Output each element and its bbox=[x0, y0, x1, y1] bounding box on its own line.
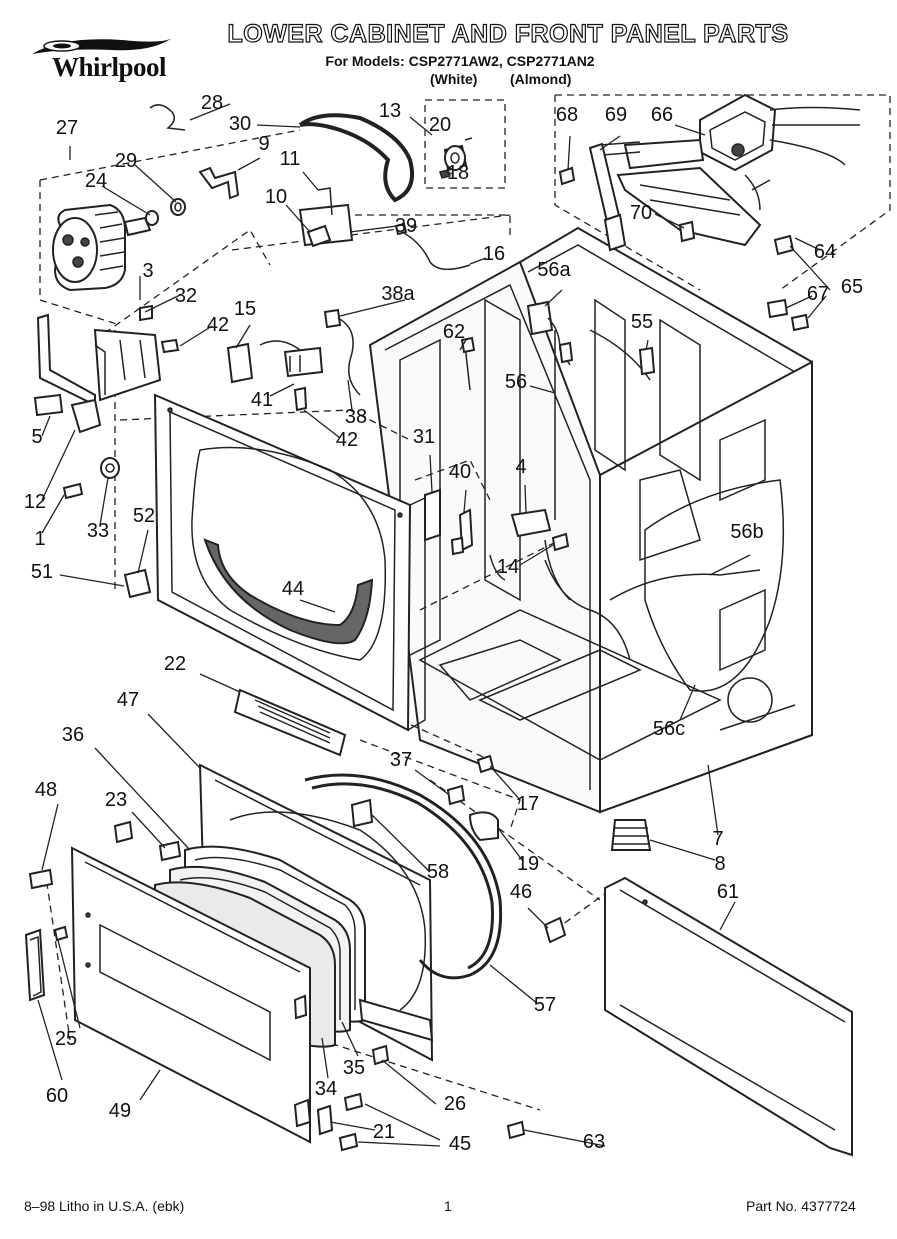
callout-57: 57 bbox=[534, 994, 556, 1016]
callout-46: 46 bbox=[510, 881, 532, 903]
callout-28: 28 bbox=[201, 92, 223, 114]
callout-56b: 56b bbox=[730, 521, 763, 543]
callout-34: 34 bbox=[315, 1078, 337, 1100]
callout-13: 13 bbox=[379, 100, 401, 122]
callout-42b: 42 bbox=[336, 429, 358, 451]
callout-12: 12 bbox=[24, 491, 46, 513]
variant-white: (White) bbox=[430, 71, 478, 87]
callout-35: 35 bbox=[343, 1057, 365, 1079]
page-title: LOWER CABINET AND FRONT PANEL PARTS bbox=[227, 19, 789, 48]
callout-15: 15 bbox=[234, 298, 256, 320]
callout-63: 63 bbox=[583, 1131, 605, 1153]
callout-62: 62 bbox=[443, 321, 465, 343]
callout-61: 61 bbox=[717, 881, 739, 903]
variant-almond: (Almond) bbox=[510, 71, 572, 87]
callout-38: 38 bbox=[345, 406, 367, 428]
swirl-logo-icon bbox=[32, 38, 172, 54]
callout-38a: 38a bbox=[381, 283, 415, 305]
models-subtitle: For Models: CSP2771AW2, CSP2771AN2 bbox=[325, 53, 595, 69]
callout-55: 55 bbox=[631, 311, 653, 333]
callout-17: 17 bbox=[517, 793, 539, 815]
callout-labels: 1345789101112131415161718192021222324252… bbox=[24, 92, 863, 1155]
callout-47: 47 bbox=[117, 689, 139, 711]
callout-44: 44 bbox=[282, 578, 304, 600]
callout-68: 68 bbox=[556, 104, 578, 126]
callout-52: 52 bbox=[133, 505, 155, 527]
callout-7: 7 bbox=[712, 828, 723, 850]
callout-9: 9 bbox=[258, 133, 269, 155]
callout-16: 16 bbox=[483, 243, 505, 265]
callout-42a: 42 bbox=[207, 314, 229, 336]
callout-70: 70 bbox=[630, 202, 652, 224]
whirlpool-logo: Whirlpool bbox=[22, 34, 187, 86]
callout-10: 10 bbox=[265, 186, 287, 208]
callout-51: 51 bbox=[31, 561, 53, 583]
callout-24: 24 bbox=[85, 170, 107, 192]
callout-58: 58 bbox=[427, 861, 449, 883]
callout-56c: 56c bbox=[653, 718, 685, 740]
callout-11: 11 bbox=[280, 148, 301, 170]
leveling-leg bbox=[610, 819, 652, 851]
brand-name: Whirlpool bbox=[52, 52, 167, 82]
callout-3: 3 bbox=[142, 260, 153, 282]
footer-litho: 8–98 Litho in U.S.A. (ebk) bbox=[24, 1198, 185, 1214]
toe-vent bbox=[233, 688, 347, 757]
callout-31: 31 bbox=[413, 426, 435, 448]
callout-56: 56 bbox=[505, 371, 527, 393]
callout-37: 37 bbox=[390, 749, 412, 771]
door-switch-parts bbox=[439, 137, 473, 179]
callout-49: 49 bbox=[109, 1100, 131, 1122]
callout-65: 65 bbox=[841, 276, 863, 298]
bottom-panel bbox=[604, 876, 853, 1157]
callout-26: 26 bbox=[444, 1093, 466, 1115]
callout-5: 5 bbox=[31, 426, 42, 448]
cabinet bbox=[368, 226, 813, 814]
callout-4: 4 bbox=[515, 456, 526, 478]
callout-25: 25 bbox=[55, 1028, 77, 1050]
leader-lines bbox=[37, 103, 831, 1147]
callout-14: 14 bbox=[497, 556, 519, 578]
callout-41: 41 bbox=[251, 389, 273, 411]
motor-assembly bbox=[52, 198, 186, 292]
front-panel bbox=[153, 393, 426, 732]
callout-69: 69 bbox=[605, 104, 627, 126]
callout-23: 23 bbox=[105, 789, 127, 811]
callout-32: 32 bbox=[175, 285, 197, 307]
callout-29: 29 bbox=[115, 150, 137, 172]
callout-40: 40 bbox=[449, 461, 471, 483]
callout-66: 66 bbox=[651, 104, 673, 126]
motor-mount bbox=[33, 304, 180, 500]
callout-36: 36 bbox=[62, 724, 84, 746]
footer-page-number: 1 bbox=[444, 1198, 452, 1214]
callout-60: 60 bbox=[46, 1085, 68, 1107]
callout-56a: 56a bbox=[537, 259, 571, 281]
callout-30: 30 bbox=[229, 113, 251, 135]
callout-19: 19 bbox=[517, 853, 539, 875]
callout-64: 64 bbox=[814, 241, 836, 263]
callout-1: 1 bbox=[34, 528, 45, 550]
callout-18: 18 bbox=[447, 162, 469, 184]
callout-48: 48 bbox=[35, 779, 57, 801]
door-seal bbox=[304, 773, 503, 980]
callout-33: 33 bbox=[87, 520, 109, 542]
callout-45: 45 bbox=[449, 1133, 471, 1155]
callout-22: 22 bbox=[164, 653, 186, 675]
callout-27: 27 bbox=[56, 117, 78, 139]
callout-8: 8 bbox=[714, 853, 725, 875]
footer-part-number: Part No. 4377724 bbox=[746, 1198, 856, 1214]
door-assembly bbox=[24, 763, 526, 1152]
callout-67: 67 bbox=[807, 283, 829, 305]
drive-belt bbox=[298, 113, 415, 203]
callout-21: 21 bbox=[373, 1121, 395, 1143]
heater-assembly bbox=[558, 93, 861, 332]
callout-39: 39 bbox=[395, 215, 417, 237]
callout-20: 20 bbox=[429, 114, 451, 136]
